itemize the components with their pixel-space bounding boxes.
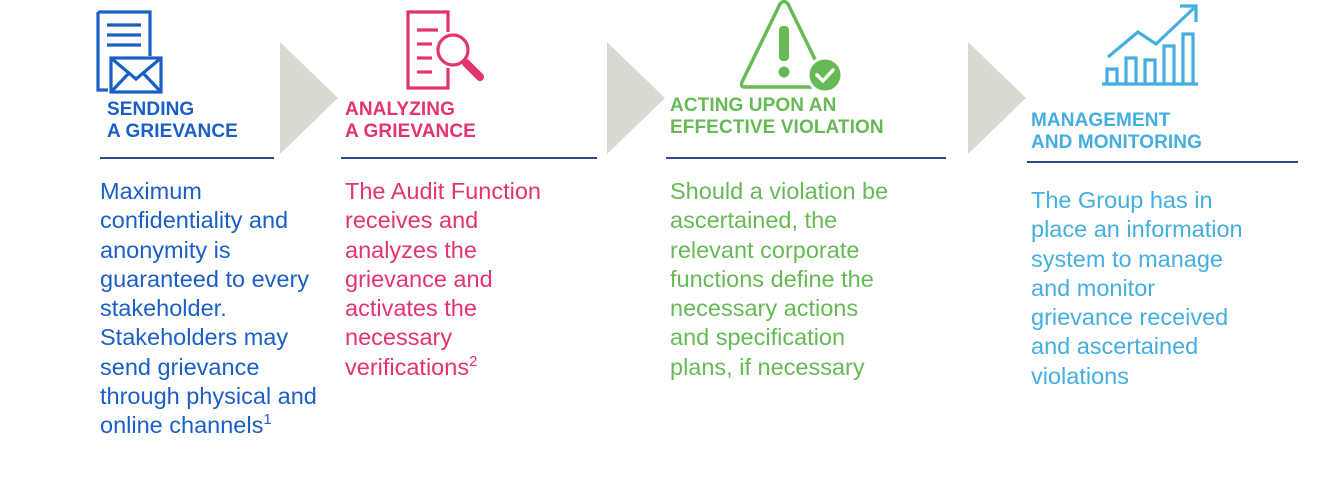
text-line: and specification [670,324,846,351]
text-line: The Audit Function [345,178,541,204]
step-title: MANAGEMENT AND MONITORING [1031,110,1202,154]
step-description: The Group has in place an information sy… [1031,186,1243,391]
text-line: Maximum [100,178,202,204]
text-line: plans, if necessary [670,353,865,380]
step-title: ANALYZING A GRIEVANCE [345,99,476,143]
text-line: place an information [1031,216,1243,243]
text-line: anonymity is [100,236,231,263]
flow-arrow [968,42,1028,159]
text-line: Should a violation be [670,178,889,204]
text-line: ascertained, the [670,207,838,234]
footnote-marker: 2 [469,352,478,370]
text-line: guaranteed to every [100,265,310,292]
title-line: AND MONITORING [1031,132,1202,153]
text-line: stakeholder. [100,295,227,322]
text-line: and monitor [1031,274,1156,301]
divider [1027,161,1298,163]
title-line: EFFECTIVE VIOLATION [670,117,884,138]
text-line-content: online channels [100,412,264,439]
document-magnifier-icon [404,8,484,99]
bar-chart-trend-icon [1100,2,1202,91]
warning-check-icon [734,0,854,101]
text-line: system to manage [1031,245,1224,272]
title-line: MANAGEMENT [1031,110,1171,131]
text-line-content: verifications [345,353,470,380]
text-line: violations [1031,362,1129,389]
text-line: functions define the [670,265,874,292]
text-line: confidentiality and [100,207,289,234]
text-line: online channels1 [100,411,317,440]
text-line: necessary [345,324,453,351]
step-title: SENDING A GRIEVANCE [107,99,238,143]
text-line: necessary actions [670,295,859,322]
step-description: Maximum confidentiality and anonymity is… [100,177,317,441]
text-line: and ascertained [1031,333,1199,360]
text-line: send grievance [100,353,260,380]
text-line: receives and [345,207,479,234]
title-line: ANALYZING [345,99,455,120]
envelope-document-icon [94,10,166,99]
text-line: verifications2 [345,353,541,382]
divider [100,157,274,159]
text-line: grievance and [345,265,493,292]
text-line: relevant corporate [670,236,860,263]
flow-arrow [607,42,667,159]
divider [341,157,597,159]
title-line: ACTING UPON AN [670,95,837,116]
step-description: The Audit Function receives and analyzes… [345,177,541,382]
text-line: activates the [345,295,477,322]
flow-arrow [280,42,340,159]
title-line: A GRIEVANCE [345,121,476,142]
divider [666,157,946,159]
footnote-marker: 1 [263,411,272,429]
text-line: The Group has in [1031,187,1213,213]
text-line: Stakeholders may [100,324,289,351]
text-line: through physical and [100,383,317,410]
step-description: Should a violation be ascertained, the r… [670,177,888,382]
text-line: grievance received [1031,304,1229,331]
title-line: A GRIEVANCE [107,121,238,142]
title-line: SENDING [107,99,195,120]
text-line: analyzes the [345,236,477,263]
step-title: ACTING UPON AN EFFECTIVE VIOLATION [670,95,884,139]
